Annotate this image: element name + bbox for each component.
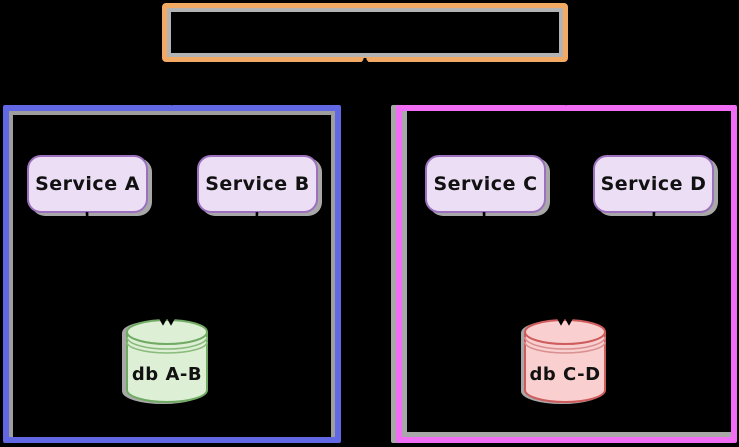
- service-d-box: Service D: [593, 155, 714, 213]
- database-cylinder-icon: [524, 319, 606, 403]
- database-cd: db C-D: [523, 318, 607, 408]
- database-cylinder-icon: [126, 319, 208, 403]
- service-b-box: Service B: [197, 155, 318, 213]
- top-title-box: [162, 3, 568, 62]
- database-ab: db A-B: [125, 318, 209, 408]
- database-cd-label: db C-D: [529, 364, 601, 385]
- service-a-box: Service A: [27, 155, 148, 213]
- arrow-topbox-to-left-group: [172, 57, 367, 102]
- arrow-topbox-to-right-group: [363, 57, 566, 102]
- service-c-box: Service C: [425, 155, 546, 213]
- database-ab-label: db A-B: [131, 364, 203, 385]
